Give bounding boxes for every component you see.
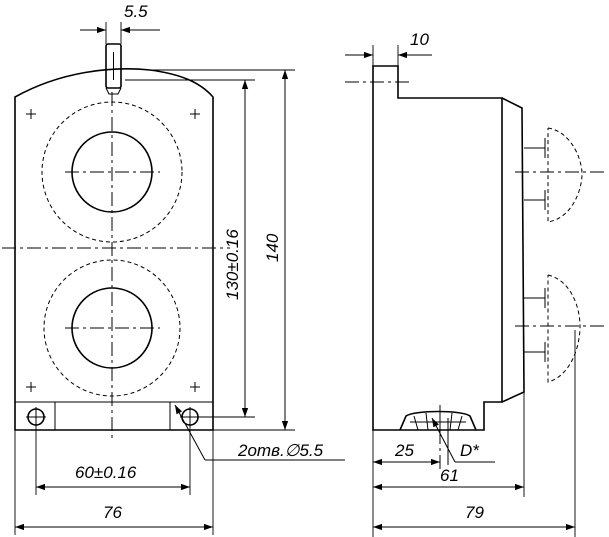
dim-d-label: D* — [460, 441, 480, 460]
side-body-outline — [372, 65, 503, 431]
dim-60-label: 60±0.16 — [75, 463, 137, 482]
dim-25-label: 25 — [394, 441, 414, 460]
dim-10-label: 10 — [410, 30, 429, 49]
front-corner-mark-bl — [26, 382, 36, 392]
dim-140-label: 140 — [263, 233, 282, 262]
dim-pin-width-label: 5.5 — [124, 2, 148, 21]
side-lower-button-stem — [524, 288, 546, 362]
side-upper-button-stem — [524, 138, 546, 210]
front-mount-hole-right-cross — [180, 407, 200, 427]
dim-130-label: 130±0.16 — [223, 229, 242, 300]
front-view: 5.5 130±0.16 140 2отв.∅5.5 60±0.16 76 — [2, 2, 345, 535]
side-upper-button-cap — [547, 127, 583, 223]
dim-76-label: 76 — [103, 503, 122, 522]
front-mount-hole-left-cross — [26, 407, 46, 427]
front-corner-mark-tr — [190, 109, 200, 119]
side-lower-button-cap — [547, 274, 581, 383]
front-top-pin-tab — [105, 87, 122, 95]
side-cable-gland — [399, 410, 477, 431]
side-front-cover — [501, 97, 525, 403]
front-body-outline — [14, 68, 214, 431]
holes-label: 2отв.∅5.5 — [237, 441, 324, 460]
dim-61-label: 61 — [440, 466, 459, 485]
side-view: 10 25 D* 61 79 — [345, 30, 606, 537]
dim-d-leader — [431, 417, 456, 463]
dim-79-label: 79 — [465, 503, 484, 522]
side-cable-gland-ribs — [410, 412, 466, 431]
front-corner-mark-br — [190, 382, 200, 392]
front-top-pin — [105, 43, 122, 89]
front-corner-mark-tl — [26, 109, 36, 119]
